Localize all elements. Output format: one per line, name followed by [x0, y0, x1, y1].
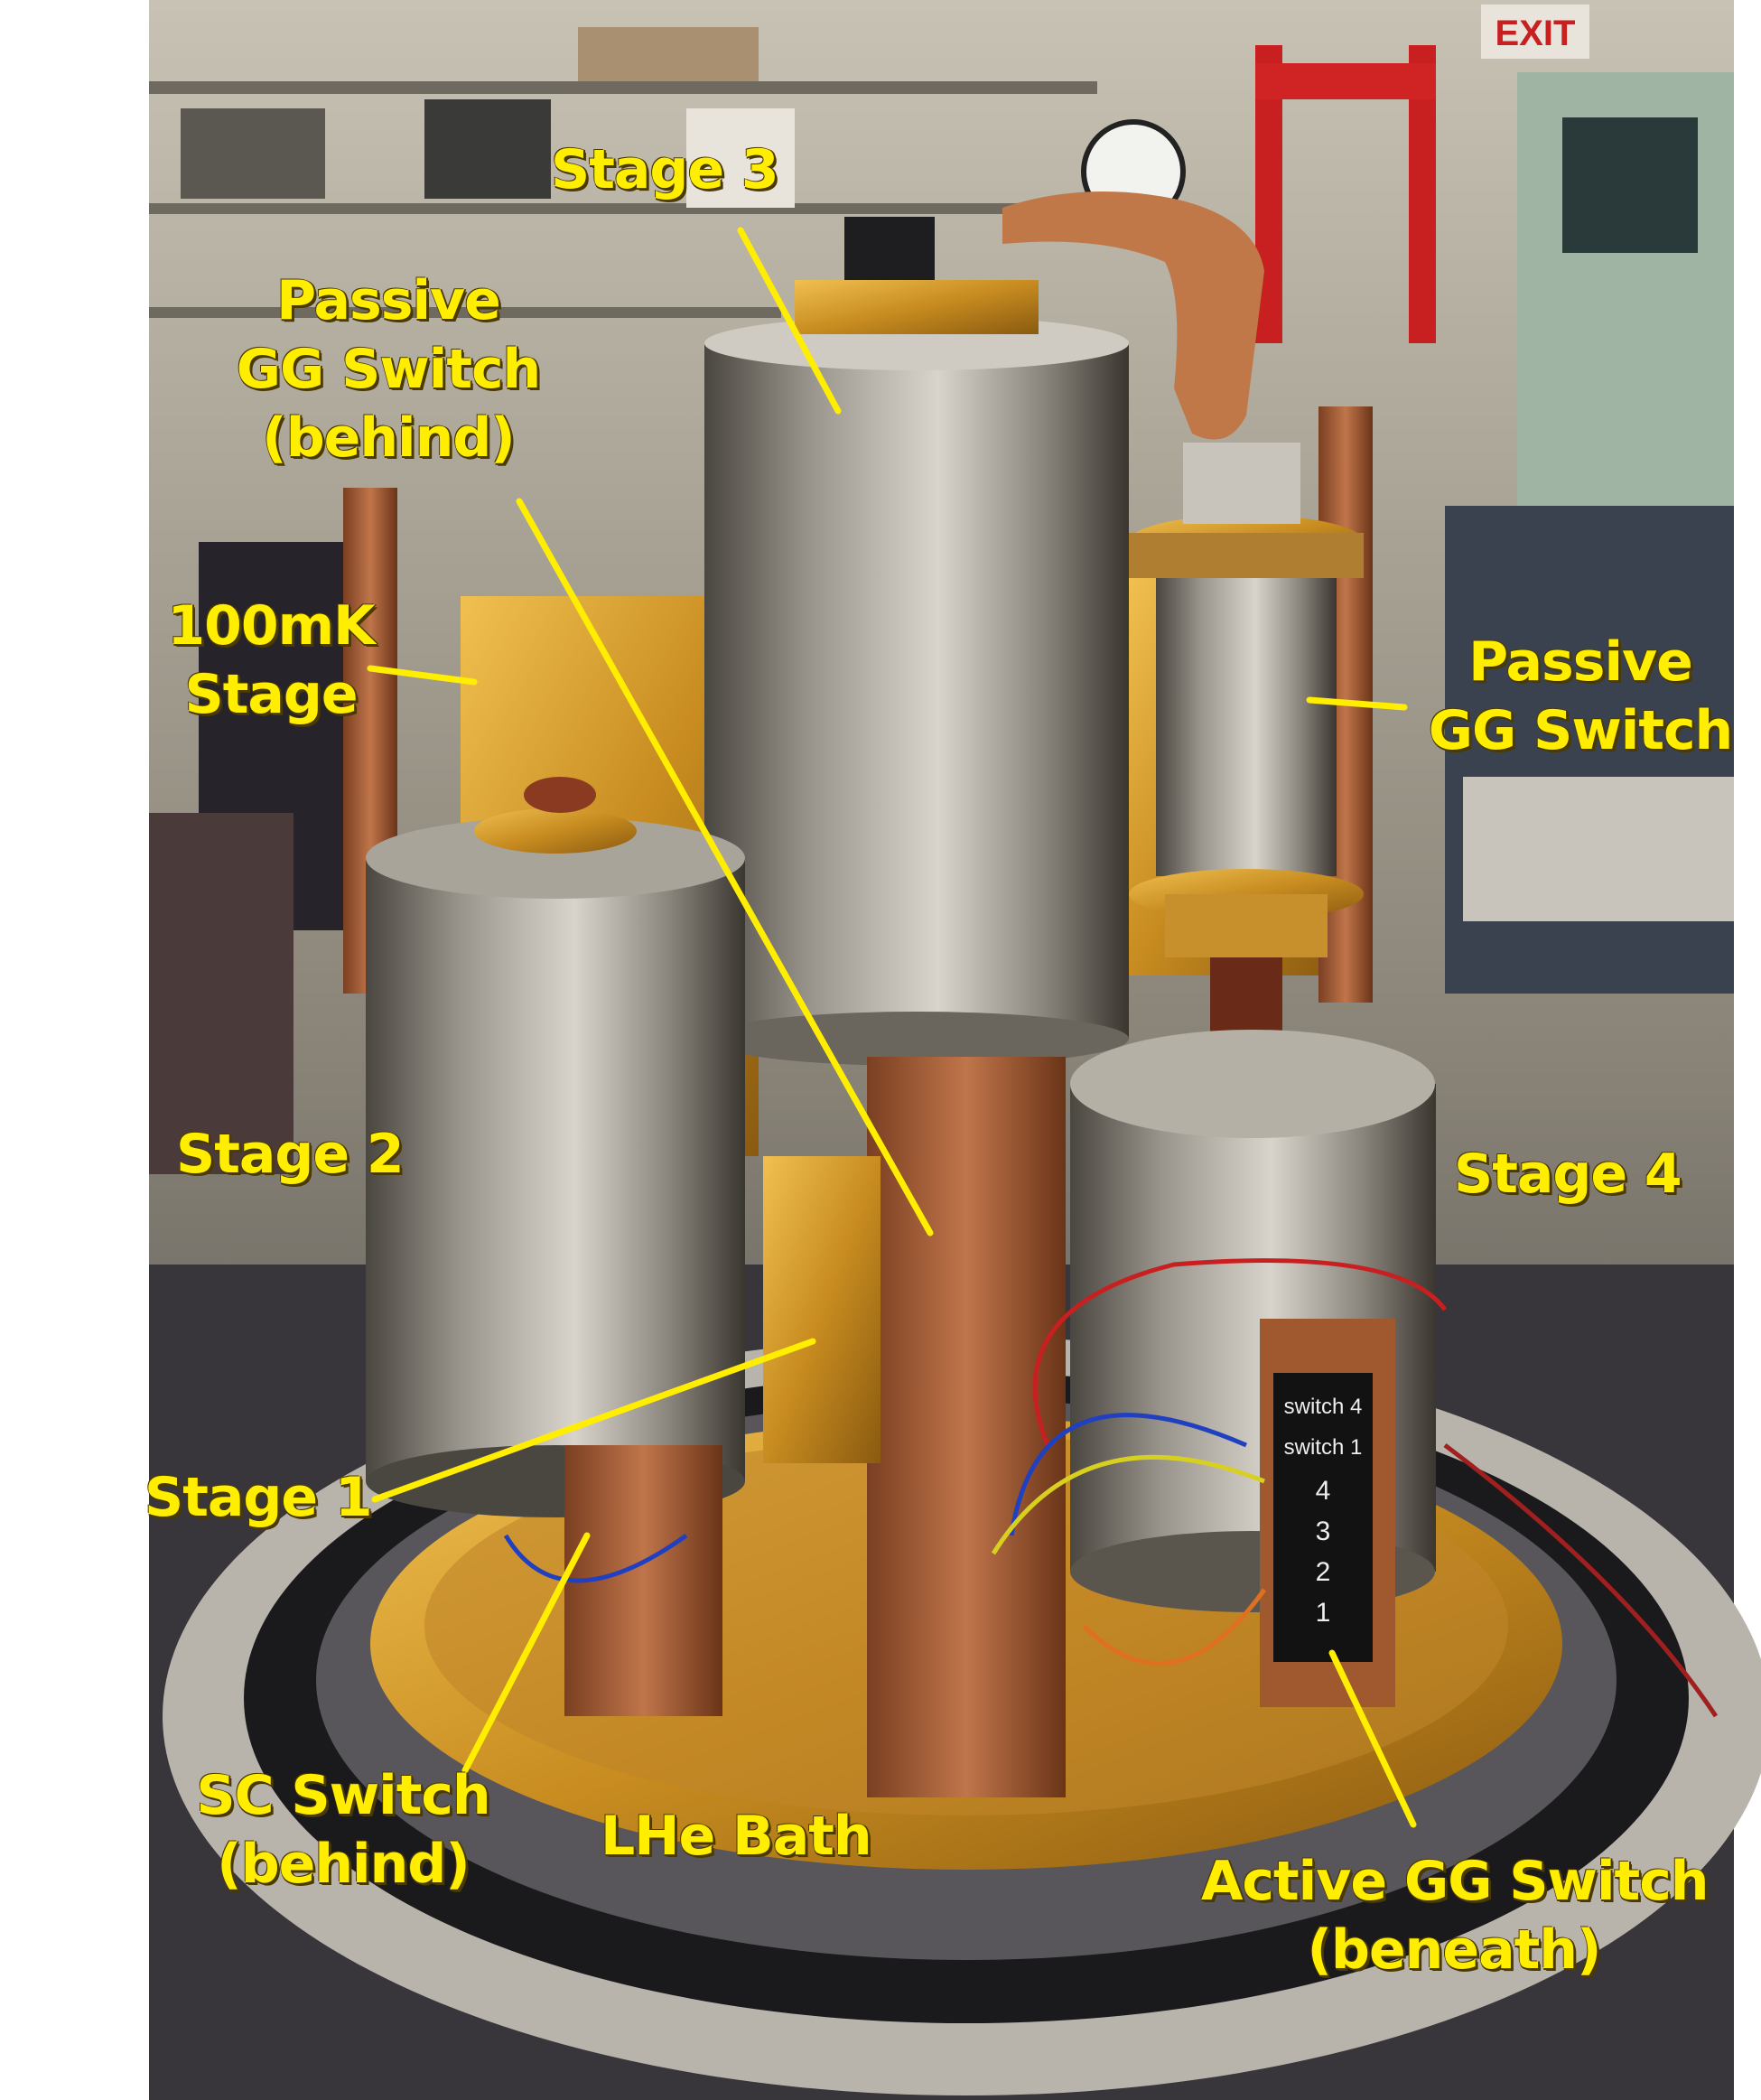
leader-line-100mk-stage — [367, 665, 478, 686]
label-line-1: Active GG Switch — [1201, 1850, 1710, 1913]
board-marking-2: switch 1 — [1284, 1435, 1363, 1460]
switch-board: switch 4 switch 1 4 3 2 1 — [1260, 1319, 1395, 1707]
board-marking-4: 3 — [1316, 1517, 1331, 1546]
passive-gg-switch-column — [1129, 443, 1364, 1093]
label-line-2: GG Switch — [1428, 699, 1734, 762]
leader-line-passive-gg-switch-behind — [516, 498, 934, 1237]
label-passive-gg-switch: Passive GG Switch — [1427, 628, 1734, 765]
label-line-2: (behind) — [217, 1833, 470, 1896]
label-stage-4: Stage 4 — [1454, 1140, 1682, 1209]
wires — [503, 1258, 1719, 1718]
leader-line-sc-switch — [461, 1532, 591, 1774]
board-marking-5: 2 — [1316, 1557, 1331, 1587]
board-marking-3: 4 — [1316, 1476, 1331, 1506]
leader-line-stage-1 — [371, 1338, 816, 1503]
label-line-2: (beneath) — [1307, 1918, 1602, 1982]
label-line-1: 100mK — [167, 594, 375, 658]
label-line-1: Passive — [1468, 630, 1693, 694]
label-passive-gg-switch-behind: Passive GG Switch (behind) — [226, 266, 551, 472]
leader-line-passive-gg-switch — [1306, 696, 1408, 711]
label-stage-1-text: Stage 1 — [144, 1466, 373, 1529]
label-stage-1: Stage 1 — [144, 1463, 373, 1532]
leader-line-stage-3 — [737, 227, 842, 415]
label-100mk-stage: 100mK Stage — [144, 592, 397, 729]
label-stage-2-text: Stage 2 — [176, 1123, 405, 1186]
label-line-1: SC Switch — [196, 1764, 490, 1827]
exit-sign: EXIT — [1495, 14, 1576, 53]
label-lhe-bath: LHe Bath — [601, 1802, 872, 1871]
label-line-1: Passive — [276, 269, 501, 332]
stage-1-cylinder — [763, 1156, 880, 1463]
label-stage-3-text: Stage 3 — [551, 138, 779, 201]
label-stage-2: Stage 2 — [176, 1120, 405, 1189]
label-lhe-bath-text: LHe Bath — [601, 1805, 872, 1868]
board-marking-1: switch 4 — [1284, 1395, 1363, 1419]
label-active-gg-switch-beneath: Active GG Switch (beneath) — [1201, 1847, 1710, 1984]
label-stage-4-text: Stage 4 — [1454, 1143, 1682, 1206]
board-marking-6: 1 — [1316, 1598, 1331, 1628]
stage-2-cylinder — [366, 777, 745, 1517]
label-sc-switch-behind: SC Switch (behind) — [190, 1761, 497, 1899]
label-stage-3: Stage 3 — [551, 135, 779, 204]
label-line-2: Stage — [184, 663, 358, 726]
leader-line-active-gg-switch — [1328, 1649, 1417, 1828]
copper-strap — [1002, 191, 1264, 440]
label-line-2: GG Switch — [236, 338, 542, 401]
leader-lines — [367, 227, 1417, 1828]
label-line-3: (behind) — [262, 406, 515, 470]
